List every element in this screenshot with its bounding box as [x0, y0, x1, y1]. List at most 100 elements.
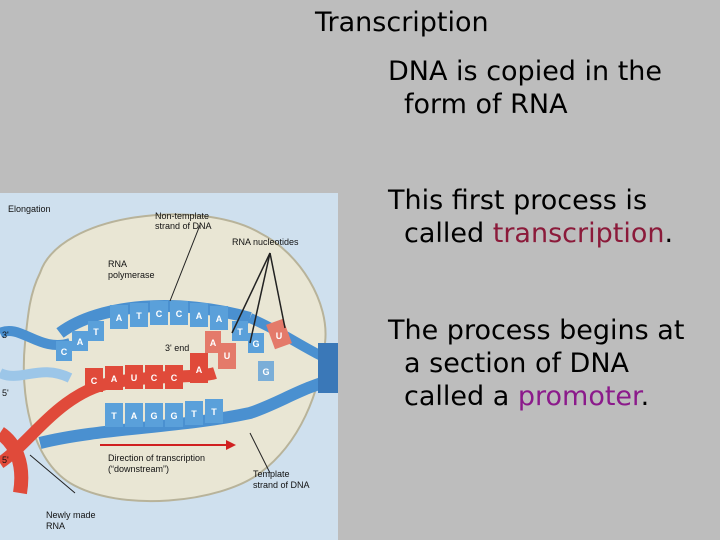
base-tile — [72, 331, 88, 351]
label-rna-polymerase-2: polymerase — [108, 270, 155, 280]
nucleotide-tile — [218, 343, 236, 369]
base-tile — [110, 305, 128, 329]
pointer-line — [29, 454, 76, 494]
nucleotide-tile — [266, 318, 292, 350]
base-tile — [85, 368, 103, 392]
base-label: A — [77, 337, 84, 347]
bottom-strand-bases: T A G G T T — [105, 399, 223, 427]
base-tile — [145, 365, 163, 389]
rna-bases: C A U C C A — [85, 353, 208, 392]
base-label: G — [252, 339, 259, 349]
base-label: C — [151, 373, 158, 383]
base-label: C — [61, 347, 68, 357]
base-tile — [105, 403, 123, 427]
nucleotide-tile — [258, 361, 274, 381]
template-strand — [38, 372, 338, 449]
base-label: T — [191, 409, 197, 419]
highlight-promoter: promoter — [517, 381, 641, 412]
pointer-line — [249, 432, 271, 474]
label-rna-polymerase: RNA — [108, 259, 127, 269]
base-label: G — [170, 411, 177, 421]
pointer-line — [269, 252, 286, 329]
base-label: C — [171, 373, 178, 383]
bullet-dna-copied: DNA is copied in the form of RNA — [388, 55, 662, 121]
label-newly-made: Newly made — [46, 510, 96, 520]
label-five-prime-mid: 5' — [2, 388, 9, 398]
bullet-line: The process begins at — [388, 315, 685, 346]
base-tile — [205, 399, 223, 423]
base-label: A — [111, 374, 118, 384]
base-tile — [105, 366, 123, 390]
label-five-prime-low: 5' — [2, 455, 9, 465]
pointer-line — [169, 224, 201, 302]
base-label: A — [131, 411, 138, 421]
label-template: Template — [253, 469, 290, 479]
dna-right-end — [318, 343, 338, 393]
pointer-line — [231, 252, 271, 334]
base-label: T — [111, 411, 117, 421]
bullet-line: DNA is copied in the — [388, 56, 663, 87]
base-tile — [165, 365, 183, 389]
label-three-prime-end: 3' end — [165, 343, 189, 353]
base-tile — [145, 403, 163, 427]
label-three-prime-left: 3' — [2, 330, 9, 340]
base-tile — [165, 403, 183, 427]
incoming-nucleotides: U U A G — [205, 318, 292, 381]
base-label: T — [211, 407, 217, 417]
base-label: U — [276, 331, 283, 341]
base-tile — [248, 333, 264, 353]
base-label: U — [224, 351, 231, 361]
label-direction: Direction of transcription — [108, 453, 205, 463]
base-tile — [130, 303, 148, 327]
base-label: G — [150, 411, 157, 421]
base-tile — [125, 365, 143, 389]
base-tile — [170, 301, 188, 325]
base-label: A — [196, 311, 203, 321]
pointer-line — [249, 252, 271, 344]
base-label: C — [176, 309, 183, 319]
label-template-2: strand of DNA — [253, 480, 310, 490]
base-label: A — [216, 314, 223, 324]
bullet-first-process: This first process is called transcripti… — [388, 184, 673, 250]
highlight-transcription: transcription — [492, 218, 665, 249]
transcription-diagram: A T C C A A A T C C A U — [0, 193, 338, 540]
rna-tail — [0, 427, 29, 495]
base-label: U — [131, 373, 138, 383]
base-label: C — [156, 309, 163, 319]
label-direction-2: (“downstream”) — [108, 464, 169, 474]
left-strand-bases: A T C — [56, 321, 104, 361]
top-strand-bases: A T C C A A — [110, 301, 228, 330]
base-label: A — [196, 365, 203, 375]
direction-arrow-head — [226, 440, 236, 450]
slide-title: Transcription — [315, 7, 489, 38]
base-label: G — [262, 367, 269, 377]
bullet-text: called a — [404, 381, 518, 412]
bullet-text: . — [640, 381, 650, 412]
label-elongation: Elongation — [8, 204, 51, 214]
label-newly-made-2: RNA — [46, 521, 65, 531]
base-label: T — [237, 327, 243, 337]
dna-strand-left-bottom — [0, 367, 73, 383]
label-non-template: Non-template — [155, 211, 209, 221]
base-tile — [88, 321, 104, 341]
base-tile — [185, 401, 203, 425]
base-label: T — [93, 327, 99, 337]
label-rna-nucleotides: RNA nucleotides — [232, 237, 299, 247]
bullet-process-begins: The process begins at a section of DNA c… — [388, 314, 684, 413]
base-tile — [190, 353, 208, 383]
base-tile — [150, 301, 168, 325]
base-tile — [210, 306, 228, 330]
bullet-line: This first process is — [388, 185, 648, 216]
bullet-text: called — [404, 218, 493, 249]
bullet-line: form of RNA — [404, 89, 568, 120]
bullet-text: . — [664, 218, 674, 249]
nucleotide-tile — [205, 331, 221, 353]
base-label: T — [136, 311, 142, 321]
bullet-line-2: called transcription. — [388, 217, 673, 250]
base-label: A — [116, 313, 123, 323]
base-label: A — [210, 338, 217, 348]
base-tile — [125, 403, 143, 427]
base-label: C — [91, 376, 98, 386]
transcription-diagram-svg: A T C C A A A T C C A U — [0, 204, 338, 531]
label-non-template-2: strand of DNA — [155, 221, 212, 231]
